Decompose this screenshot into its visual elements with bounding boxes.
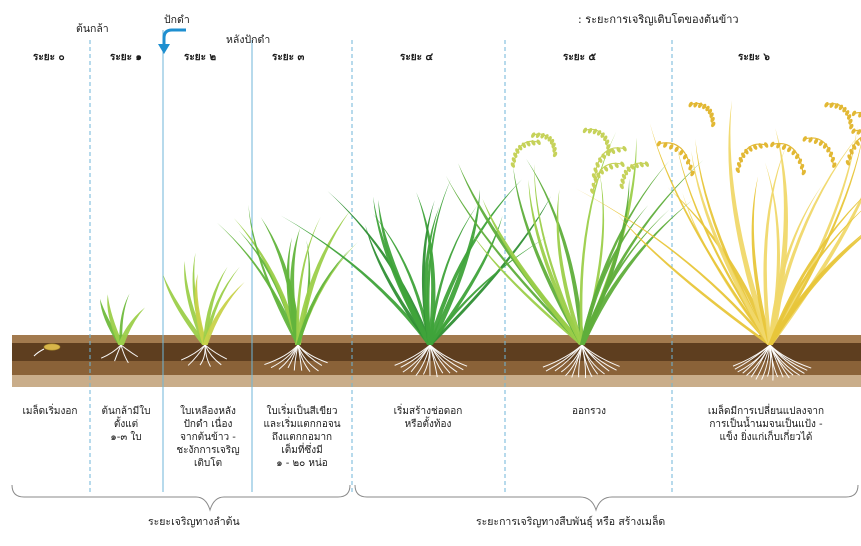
stage-5-desc-line-1: ออกรวง	[508, 405, 670, 418]
stage-2-desc-line-4: ชะงักการเจริญ	[165, 444, 251, 457]
stage-3-desc-line-1: ใบเริ่มเป็นสีเขียว	[252, 405, 352, 418]
stage-4-desc-line-1: เริ่มสร้างช่อดอก	[362, 405, 494, 418]
stage-2-desc-line-5: เติบโต	[165, 457, 251, 470]
stage-0-desc-line-1: เมล็ดเริ่มงอก	[10, 405, 90, 418]
stage-6-desc-line-3: แข็ง ยิ่งแก่เก็บเกี่ยวได้	[676, 431, 856, 444]
stage-1-desc-line-1: ต้นกล้ามีใบ	[88, 405, 164, 418]
diagram-title: : ระยะการเจริญเติบโตของต้นข้าว	[578, 13, 739, 27]
stage-2-label: ระยะ ๒	[184, 52, 216, 65]
stage-4-desc-line-2: หรือตั้งท้อง	[362, 418, 494, 431]
stage-5-label: ระยะ ๕	[563, 52, 596, 65]
stage-2-description: ใบเหลืองหลัง ปักดำ เนื่อง จากต้นข้าว - ช…	[165, 405, 251, 470]
brace-icon	[12, 485, 858, 510]
stage-2-desc-line-3: จากต้นข้าว -	[165, 431, 251, 444]
stage-3-desc-line-2: และเริ่มแตกกอจน	[252, 418, 352, 431]
stage-3-label: ระยะ ๓	[272, 52, 304, 65]
stage-0-label: ระยะ ๐	[33, 52, 65, 65]
vegetative-period-label: ระยะเจริญทางลำต้น	[148, 516, 240, 529]
stage-3-description: ใบเริ่มเป็นสีเขียว และเริ่มแตกกอจน ถึงแต…	[252, 405, 352, 470]
stage-3-desc-line-5: ๑ - ๒๐ หน่อ	[252, 457, 352, 470]
soil-light-band	[12, 375, 861, 387]
stage-6-desc-line-1: เมล็ดมีการเปลี่ยนแปลงจาก	[676, 405, 856, 418]
stage-4-description: เริ่มสร้างช่อดอก หรือตั้งท้อง	[362, 405, 494, 431]
stage-6-label: ระยะ ๖	[738, 52, 770, 65]
stage-6-description: เมล็ดมีการเปลี่ยนแปลงจาก การเป็นน้ำนมจนเ…	[676, 405, 856, 444]
transplant-marker-label: ปักดำ	[164, 14, 190, 27]
stage-1-desc-line-2: ตั้งแต่	[88, 418, 164, 431]
reproductive-period-label: ระยะการเจริญทางสืบพันธุ์ หรือ สร้างเมล็ด	[476, 516, 665, 529]
stage-4-label: ระยะ ๔	[400, 52, 433, 65]
stage-2-desc-line-2: ปักดำ เนื่อง	[165, 418, 251, 431]
seedling-marker-label: ต้นกล้า	[76, 23, 109, 36]
stage-2-desc-line-1: ใบเหลืองหลัง	[165, 405, 251, 418]
stage-1-description: ต้นกล้ามีใบ ตั้งแต่ ๑-๓ ใบ	[88, 405, 164, 444]
stage-1-desc-line-3: ๑-๓ ใบ	[88, 431, 164, 444]
stage-6-desc-line-2: การเป็นน้ำนมจนเป็นแป้ง -	[676, 418, 856, 431]
after-transplant-marker-label: หลังปักดำ	[226, 34, 270, 47]
stage-0-description: เมล็ดเริ่มงอก	[10, 405, 90, 418]
stage-1-label: ระยะ ๑	[110, 52, 142, 65]
down-arrow-icon	[158, 30, 186, 54]
stage-5-description: ออกรวง	[508, 405, 670, 418]
stage-3-desc-line-4: เต็มที่ซึ่งมี	[252, 444, 352, 457]
stage-3-desc-line-3: ถึงแตกกอมาก	[252, 431, 352, 444]
